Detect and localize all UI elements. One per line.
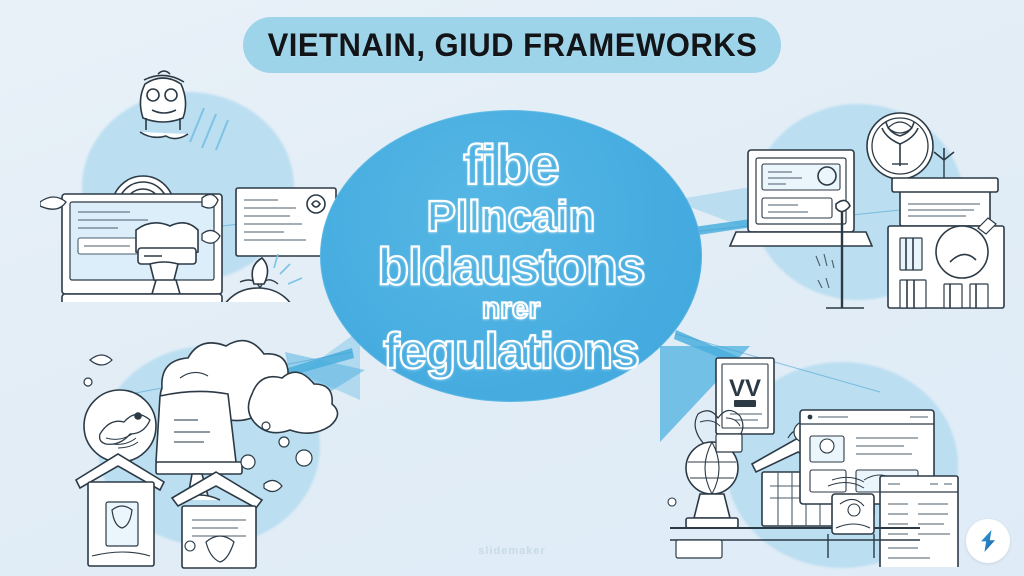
printer-device <box>135 222 199 295</box>
laptop <box>728 149 874 247</box>
house <box>74 453 166 567</box>
circle-line-3: bldaustons <box>376 237 647 296</box>
circle-line-4: nrer <box>481 291 542 325</box>
tree-emblem-badge <box>866 112 934 180</box>
circle-line-2: Pllncain <box>426 191 597 241</box>
scribble-marks <box>815 253 835 289</box>
bolt-icon <box>981 530 995 552</box>
connector-hairline-right-lower <box>675 333 881 393</box>
circle-line-5: fegulations <box>382 322 641 379</box>
dragon-emblem-badge <box>83 389 157 463</box>
page-title: VIETNAIN, GIUD FRAMEWORKS <box>267 26 757 63</box>
sprout-character <box>225 253 303 302</box>
central-concept-circle: fibe Pllncain bldaustons nrer fegulation… <box>320 110 702 402</box>
dot-doodle <box>667 497 677 507</box>
flagpole <box>826 199 864 309</box>
cluster-top-left <box>40 62 340 302</box>
desktop-monitor <box>61 193 223 302</box>
desk-workspace <box>670 476 920 559</box>
title-banner: VIETNAIN, GIUD FRAMEWORKS <box>243 17 781 73</box>
cluster-top-right <box>722 104 1012 319</box>
circle-line-1: fibe <box>462 132 561 196</box>
lightning-bolt-logo[interactable] <box>966 519 1010 563</box>
globe-head-character <box>139 70 189 140</box>
cluster-bottom-right: VV <box>664 352 974 567</box>
motion-lines <box>189 107 229 151</box>
small-doodles <box>40 193 221 244</box>
certificate-document <box>235 187 337 257</box>
government-building <box>887 148 1005 309</box>
watermark-text: slidemaker <box>478 545 546 557</box>
cluster-bottom-left <box>52 330 352 570</box>
temple-house <box>170 471 264 569</box>
vv-certificate: VV <box>715 357 775 435</box>
certificate-vv-text: VV <box>729 375 761 402</box>
checklist-document <box>879 475 959 567</box>
bubble-doodles <box>83 354 313 493</box>
